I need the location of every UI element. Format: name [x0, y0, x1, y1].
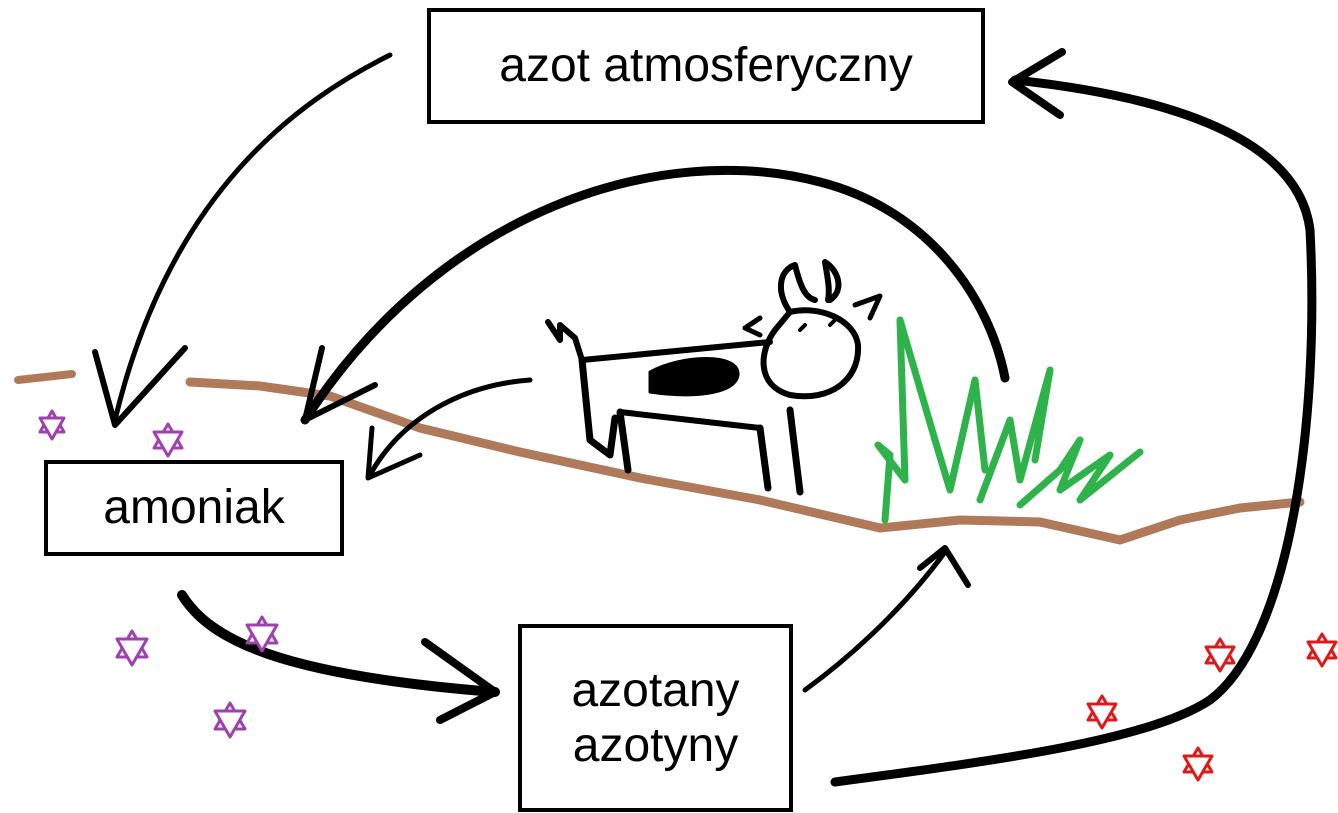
bacteria-stars-purple — [38, 409, 279, 739]
cow-icon — [545, 259, 883, 496]
star-icon — [1182, 746, 1214, 782]
arrow-assimilation — [802, 545, 971, 693]
node-ammonia: amoniak — [44, 460, 344, 556]
node-atmospheric-nitrogen-label: azot atmosferyczny — [499, 39, 913, 93]
arrow-decomposition — [300, 165, 1010, 425]
star-icon — [1306, 632, 1338, 668]
grass-icon — [874, 316, 1144, 524]
node-nitrates: azotany azotyny — [518, 624, 793, 812]
star-icon — [245, 615, 279, 653]
node-nitrates-label-line2: azotyny — [572, 719, 739, 772]
arrow-nitrification — [177, 590, 500, 724]
arrow-denitrification — [830, 48, 1317, 787]
star-icon — [213, 701, 247, 739]
star-icon — [1204, 637, 1236, 673]
bacteria-stars-red — [1086, 632, 1338, 782]
node-ammonia-label: amoniak — [103, 481, 285, 535]
star-icon — [38, 409, 66, 441]
star-icon — [152, 422, 184, 458]
star-icon — [1086, 694, 1118, 730]
node-nitrates-label-line1: azotany — [571, 663, 740, 717]
arrow-excretion — [365, 377, 533, 481]
star-icon — [115, 629, 149, 667]
arrow-fixation — [92, 52, 393, 428]
node-atmospheric-nitrogen: azot atmosferyczny — [427, 8, 985, 124]
